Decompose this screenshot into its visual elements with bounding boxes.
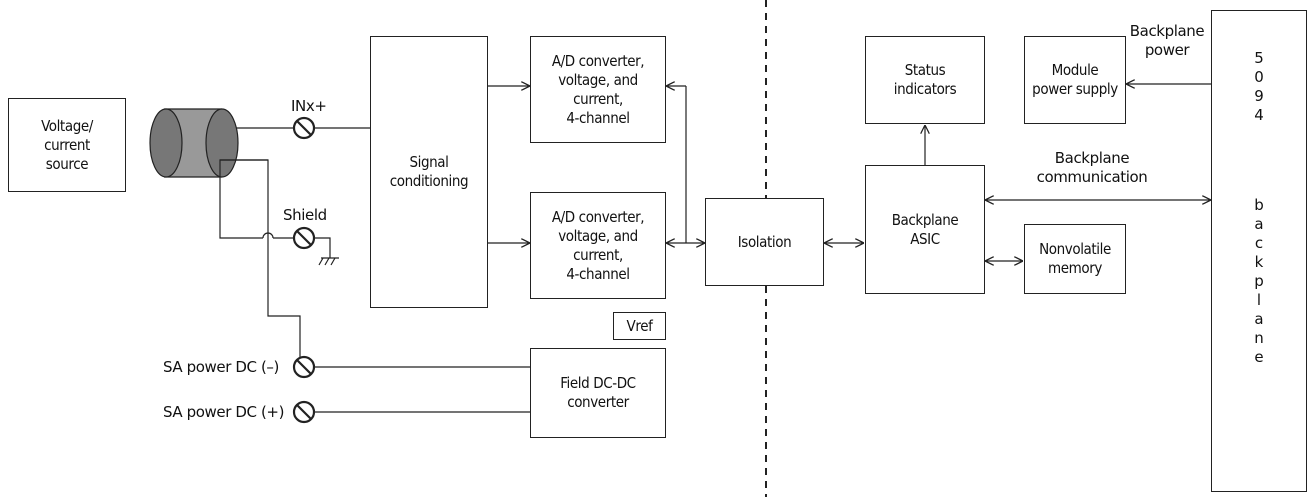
ad-converter-top-label: A/D converter, voltage, and current, 4-c… [551, 51, 645, 127]
backplane-char: p [1254, 272, 1264, 290]
module-power-supply-block: Module power supply [1024, 36, 1126, 124]
terminal-sa-power-neg [292, 355, 316, 379]
chassis-ground-symbol [318, 257, 339, 266]
cable-shield-ring-right [205, 108, 239, 178]
backplane-char: l [1256, 291, 1262, 309]
sa-power-pos-label: SA power DC (+) [163, 403, 285, 421]
nonvolatile-memory-block: Nonvolatile memory [1024, 224, 1126, 294]
voltage-current-source-label: Voltage/ current source [41, 116, 93, 173]
field-dcdc-converter-label: Field DC-DC converter [560, 374, 636, 411]
shield-drain-wire [219, 177, 263, 239]
backplane-asic-label: Backplane ASIC [891, 210, 959, 248]
sa-return-wire [219, 159, 301, 368]
module-power-supply-label: Module power supply [1032, 61, 1118, 98]
terminal-shield [292, 226, 316, 250]
backplane-model-text: 5 0 9 4 [1212, 49, 1306, 125]
signal-conditioning-block: Signal conditioning [370, 36, 488, 308]
vref-block: Vref [613, 312, 666, 340]
backplane-char: a [1254, 310, 1264, 328]
terminal-inx [292, 116, 316, 140]
nonvolatile-memory-label: Nonvolatile memory [1039, 240, 1111, 277]
ad-converter-bottom-block: A/D converter, voltage, and current, 4-c… [530, 192, 666, 299]
backplane-char: 4 [1254, 106, 1264, 124]
backplane-communication-label: Backplane communication [1036, 149, 1148, 186]
cable-shield-ring-left [149, 108, 183, 178]
voltage-current-source-block: Voltage/ current source [8, 98, 126, 192]
backplane-char: k [1254, 253, 1264, 271]
status-indicators-label: Status indicators [893, 61, 957, 98]
backplane-char: c [1254, 234, 1264, 252]
ad-converter-bottom-label: A/D converter, voltage, and current, 4-c… [551, 207, 645, 283]
input-terminal-label: INx+ [291, 97, 327, 115]
shield-label: Shield [283, 206, 327, 224]
backplane-asic-block: Backplane ASIC [865, 165, 985, 294]
status-indicators-block: Status indicators [865, 36, 985, 124]
vref-label: Vref [626, 316, 653, 335]
ad-converter-top-block: A/D converter, voltage, and current, 4-c… [530, 36, 666, 143]
backplane-char: a [1254, 215, 1264, 233]
signal-conditioning-label: Signal conditioning [389, 153, 469, 190]
isolation-label: Isolation [737, 232, 792, 251]
sa-power-neg-label: SA power DC (–) [163, 358, 279, 376]
field-dcdc-converter-block: Field DC-DC converter [530, 348, 666, 438]
backplane-char: b [1254, 196, 1264, 214]
backplane-word-text: b a c k p l a n e [1212, 196, 1306, 367]
backplane-char: 0 [1254, 68, 1264, 86]
backplane-char: n [1254, 329, 1264, 347]
backplane-char: e [1254, 348, 1264, 366]
backplane-char: 9 [1254, 87, 1264, 105]
backplane-char: 5 [1254, 49, 1264, 67]
backplane-power-label: Backplane power [1129, 22, 1205, 59]
5094-backplane-bar: 5 0 9 4 b a c k p l a n e [1211, 10, 1307, 492]
isolation-block: Isolation [705, 198, 824, 286]
terminal-sa-power-pos [292, 400, 316, 424]
